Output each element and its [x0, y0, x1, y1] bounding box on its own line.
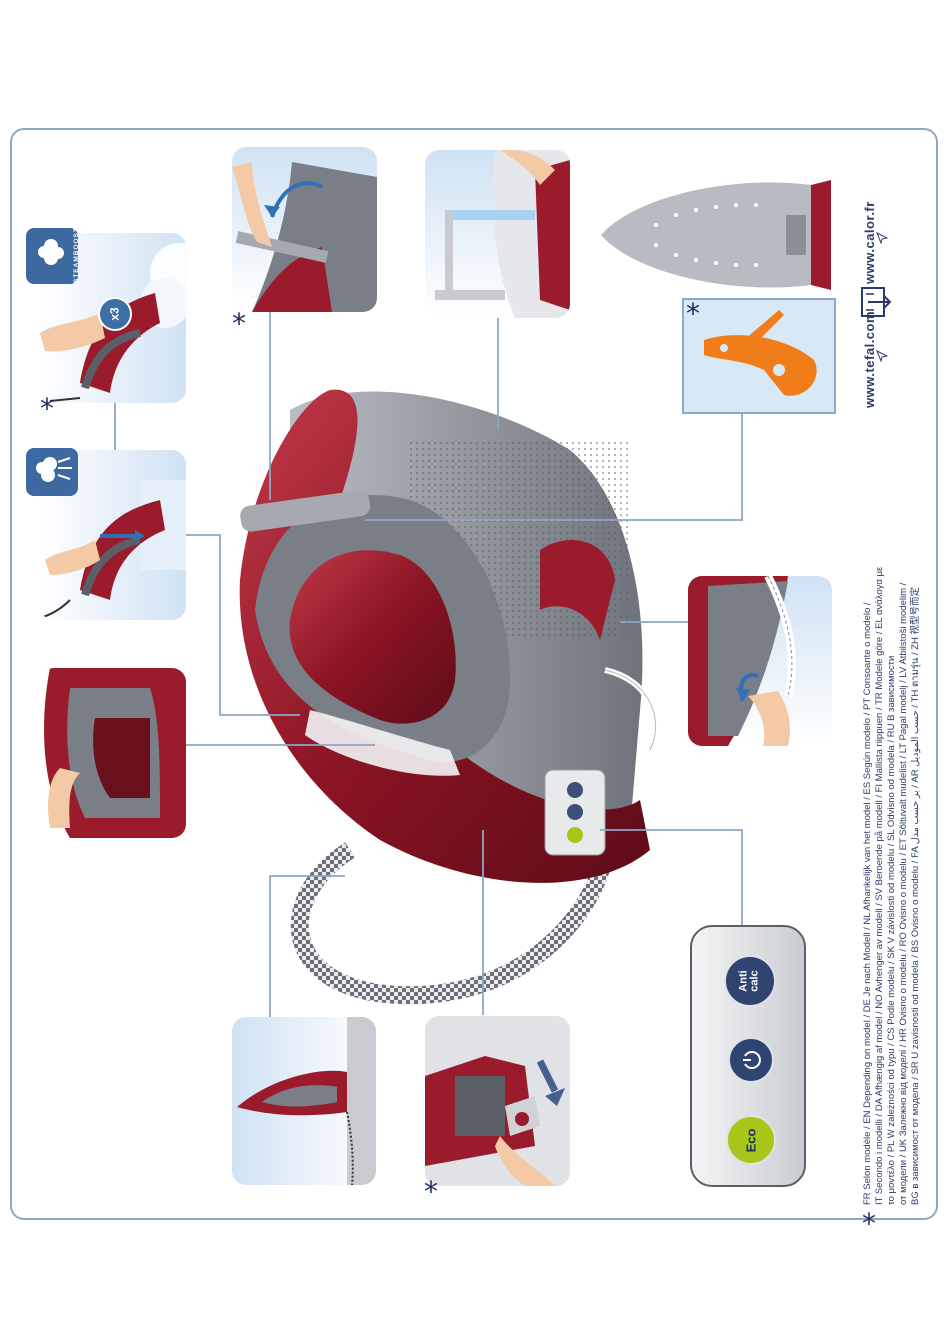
orange-accessory-illustration: [704, 310, 817, 396]
footnote-line-3: το μοντέλο / PL W zależności od typu / C…: [886, 655, 897, 1205]
footnote-line-4: от модели / UK Залежно від моделі / HR O…: [898, 582, 909, 1205]
steam-illustration: [40, 480, 186, 619]
footnote-line-5: BG в зависимост от модела / SR U zavisno…: [910, 586, 921, 1205]
panel-cable-storage: [688, 576, 832, 746]
panel-anti-scale-collector: [425, 1016, 570, 1186]
steamboost-label: STEAMBOOST: [73, 227, 80, 283]
times3-badge: x3: [98, 297, 132, 331]
manual-download-icon: [861, 287, 892, 317]
page-frame: [10, 128, 938, 1220]
panel-handle: [40, 668, 186, 838]
steamboost-icon: [26, 228, 78, 284]
eco-label: Eco: [743, 1128, 759, 1152]
footnote-line-2: IT Secondo i modelli / DA Afhængig af mo…: [874, 566, 885, 1205]
eco-button[interactable]: Eco: [726, 1115, 776, 1165]
asterisk-steamboost: *: [40, 392, 54, 425]
anti-calc-label-2: calc: [748, 970, 761, 992]
tefal-website-link[interactable]: www.tefal.com: [862, 310, 877, 408]
asterisk-collector: *: [424, 1175, 438, 1208]
power-button[interactable]: [728, 1037, 774, 1083]
anti-calc-button[interactable]: Anti calc: [724, 955, 776, 1007]
panel-water-tank: [425, 150, 570, 318]
control-panel: Anti calc Eco: [690, 925, 806, 1187]
asterisk-hose-lock: *: [232, 307, 246, 340]
asterisk-footnote: *: [862, 1207, 876, 1240]
steam-icon: [26, 448, 78, 496]
iron-soleplate-illustration: [601, 180, 831, 290]
panel-accessory: [682, 298, 836, 414]
cursor-icon-2: [876, 232, 888, 244]
calor-website-link[interactable]: www.calor.fr: [862, 201, 877, 284]
cursor-icon: [876, 350, 888, 362]
main-iron-illustration: [239, 389, 659, 1005]
times3-text: x3: [107, 307, 122, 321]
asterisk-accessory: *: [686, 297, 700, 330]
footnote-block: FR Selon modèle / EN Depending on model …: [862, 567, 922, 1205]
power-icon: [743, 1051, 761, 1069]
panel-hose-lock: [232, 147, 377, 312]
panel-iron-on-base: [232, 1017, 376, 1185]
footnote-line-1: FR Selon modèle / EN Depending on model …: [862, 602, 873, 1205]
